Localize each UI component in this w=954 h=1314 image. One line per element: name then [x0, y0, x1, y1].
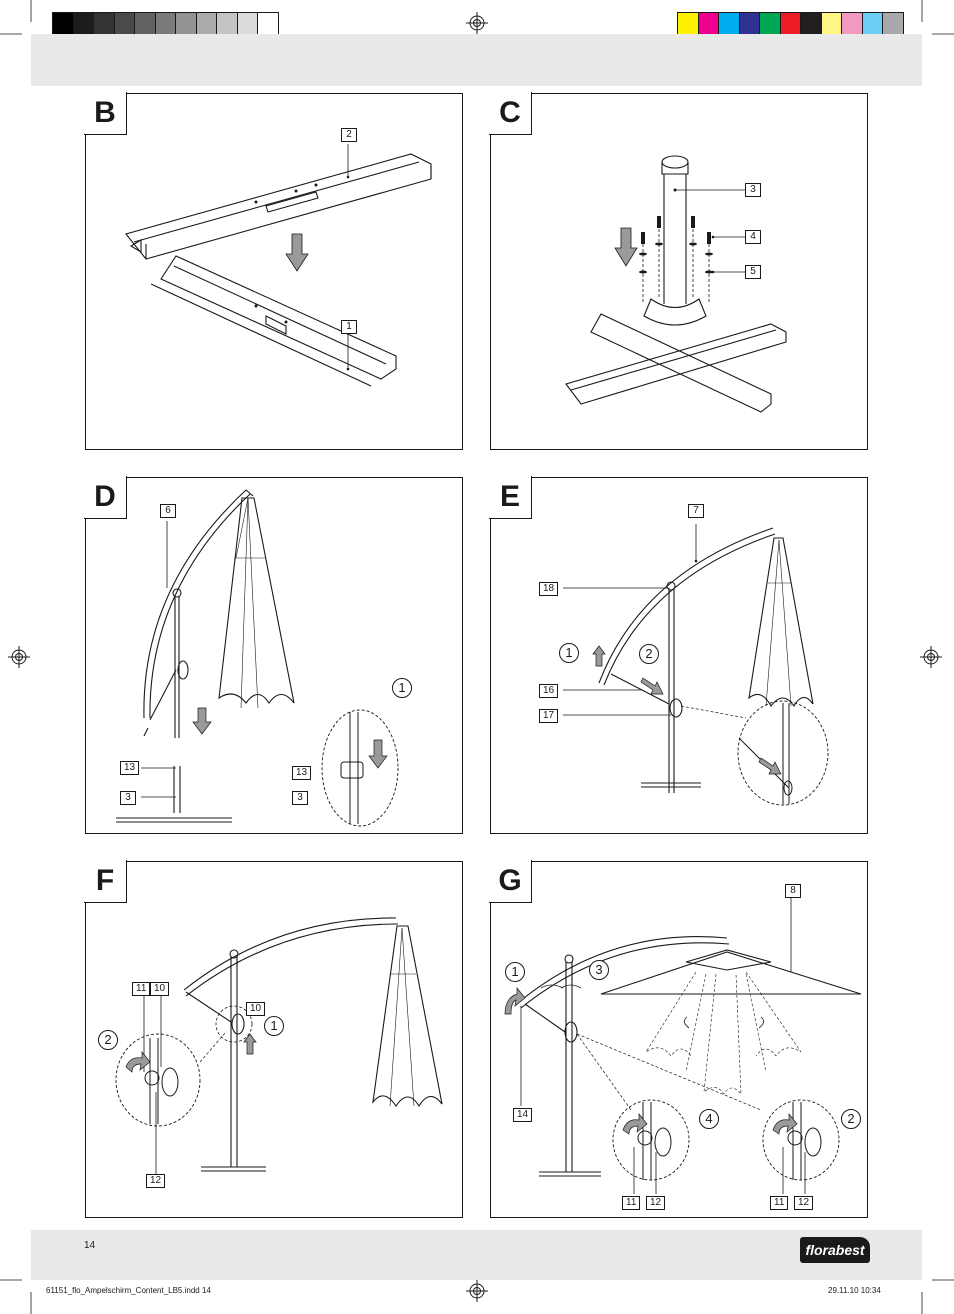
step-number: 1: [505, 962, 525, 982]
color-swatch: [697, 13, 718, 35]
part-label: 10: [246, 1002, 266, 1016]
color-swatch: [236, 13, 257, 35]
part-label: 13: [120, 761, 140, 775]
part-label: 11: [770, 1196, 789, 1210]
color-bar-right: [677, 12, 904, 36]
base-rails-assembly-illustration: [125, 144, 432, 387]
part-label: 16: [539, 684, 559, 698]
part-label: 12: [794, 1196, 814, 1210]
panel-f: F 11 10 10 12 2 1: [84, 860, 463, 1218]
color-swatch: [134, 13, 155, 35]
part-label: 2: [341, 128, 357, 142]
panel-d: D 6 13 3 13 3 1: [84, 476, 463, 834]
part-label: 13: [292, 766, 312, 780]
panel-letter: B: [84, 92, 127, 135]
color-swatch: [113, 13, 134, 35]
color-swatch: [861, 13, 882, 35]
panel-letter: G: [489, 860, 532, 903]
color-bar-left: [52, 12, 279, 36]
part-label: 12: [646, 1196, 666, 1210]
part-label: 6: [160, 504, 176, 518]
color-swatch: [779, 13, 800, 35]
footer-date: 29.11.10 10:34: [828, 1286, 881, 1295]
color-swatch: [257, 13, 278, 35]
footer-band: [31, 1230, 922, 1280]
panel-letter: C: [489, 92, 532, 135]
crank-extend-illustration: [115, 917, 443, 1175]
umbrella-arm-insert-illustration: [116, 489, 399, 827]
color-swatch: [678, 13, 698, 35]
color-swatch: [882, 13, 903, 35]
part-label: 1: [341, 320, 357, 334]
part-label: 8: [785, 884, 801, 898]
color-swatch: [72, 13, 93, 35]
part-label: 3: [292, 791, 308, 805]
part-label: 17: [539, 709, 559, 723]
panel-letter: D: [84, 476, 127, 519]
color-swatch: [800, 13, 821, 35]
panel-c: C 3 4 5: [489, 92, 868, 450]
step-number: 4: [699, 1109, 719, 1129]
color-swatch: [175, 13, 196, 35]
color-swatch: [718, 13, 739, 35]
brand-logo: florabest: [800, 1237, 870, 1263]
header-band: [31, 34, 922, 86]
part-label: 4: [745, 230, 761, 244]
color-swatch: [841, 13, 862, 35]
part-label: 11: [622, 1196, 641, 1210]
panel-b: B 2 1: [84, 92, 463, 450]
pole-mount-illustration: [565, 155, 787, 413]
step-number: 2: [639, 644, 659, 664]
color-swatch: [195, 13, 216, 35]
step-number: 2: [841, 1109, 861, 1129]
part-label: 18: [539, 582, 559, 596]
step-number: 3: [589, 960, 609, 980]
color-swatch: [820, 13, 841, 35]
part-label: 5: [745, 265, 761, 279]
registration-mark-icon: [466, 12, 488, 34]
registration-mark-icon: [920, 646, 942, 668]
arm-locking-illustration: [563, 524, 829, 806]
part-label: 14: [513, 1108, 533, 1122]
panel-letter: F: [84, 860, 127, 903]
part-label: 11: [132, 982, 151, 996]
color-swatch: [53, 13, 73, 35]
part-label: 10: [150, 982, 170, 996]
color-swatch: [216, 13, 237, 35]
footer-file-info: 61151_flo_Ampelschirm_Content_LB5.indd 1…: [46, 1286, 211, 1295]
step-number: 1: [392, 678, 412, 698]
color-swatch: [738, 13, 759, 35]
part-label: 3: [120, 791, 136, 805]
color-swatch: [154, 13, 175, 35]
registration-mark-icon: [466, 1280, 488, 1302]
step-number: 2: [98, 1030, 118, 1050]
color-swatch: [93, 13, 114, 35]
registration-mark-icon: [8, 646, 30, 668]
color-swatch: [759, 13, 780, 35]
step-number: 1: [559, 643, 579, 663]
part-label: 7: [688, 504, 704, 518]
panel-letter: E: [489, 476, 532, 519]
part-label: 12: [146, 1174, 166, 1188]
page-number: 14: [84, 1240, 96, 1251]
panel-e: E 7 18 16 17 1 2: [489, 476, 868, 834]
part-label: 3: [745, 183, 761, 197]
panel-g: G 8 14 11 12 11 12 1 3 4 2: [489, 860, 868, 1218]
canopy-tilt-rotate-illustration: [504, 894, 862, 1194]
step-number: 1: [264, 1016, 284, 1036]
